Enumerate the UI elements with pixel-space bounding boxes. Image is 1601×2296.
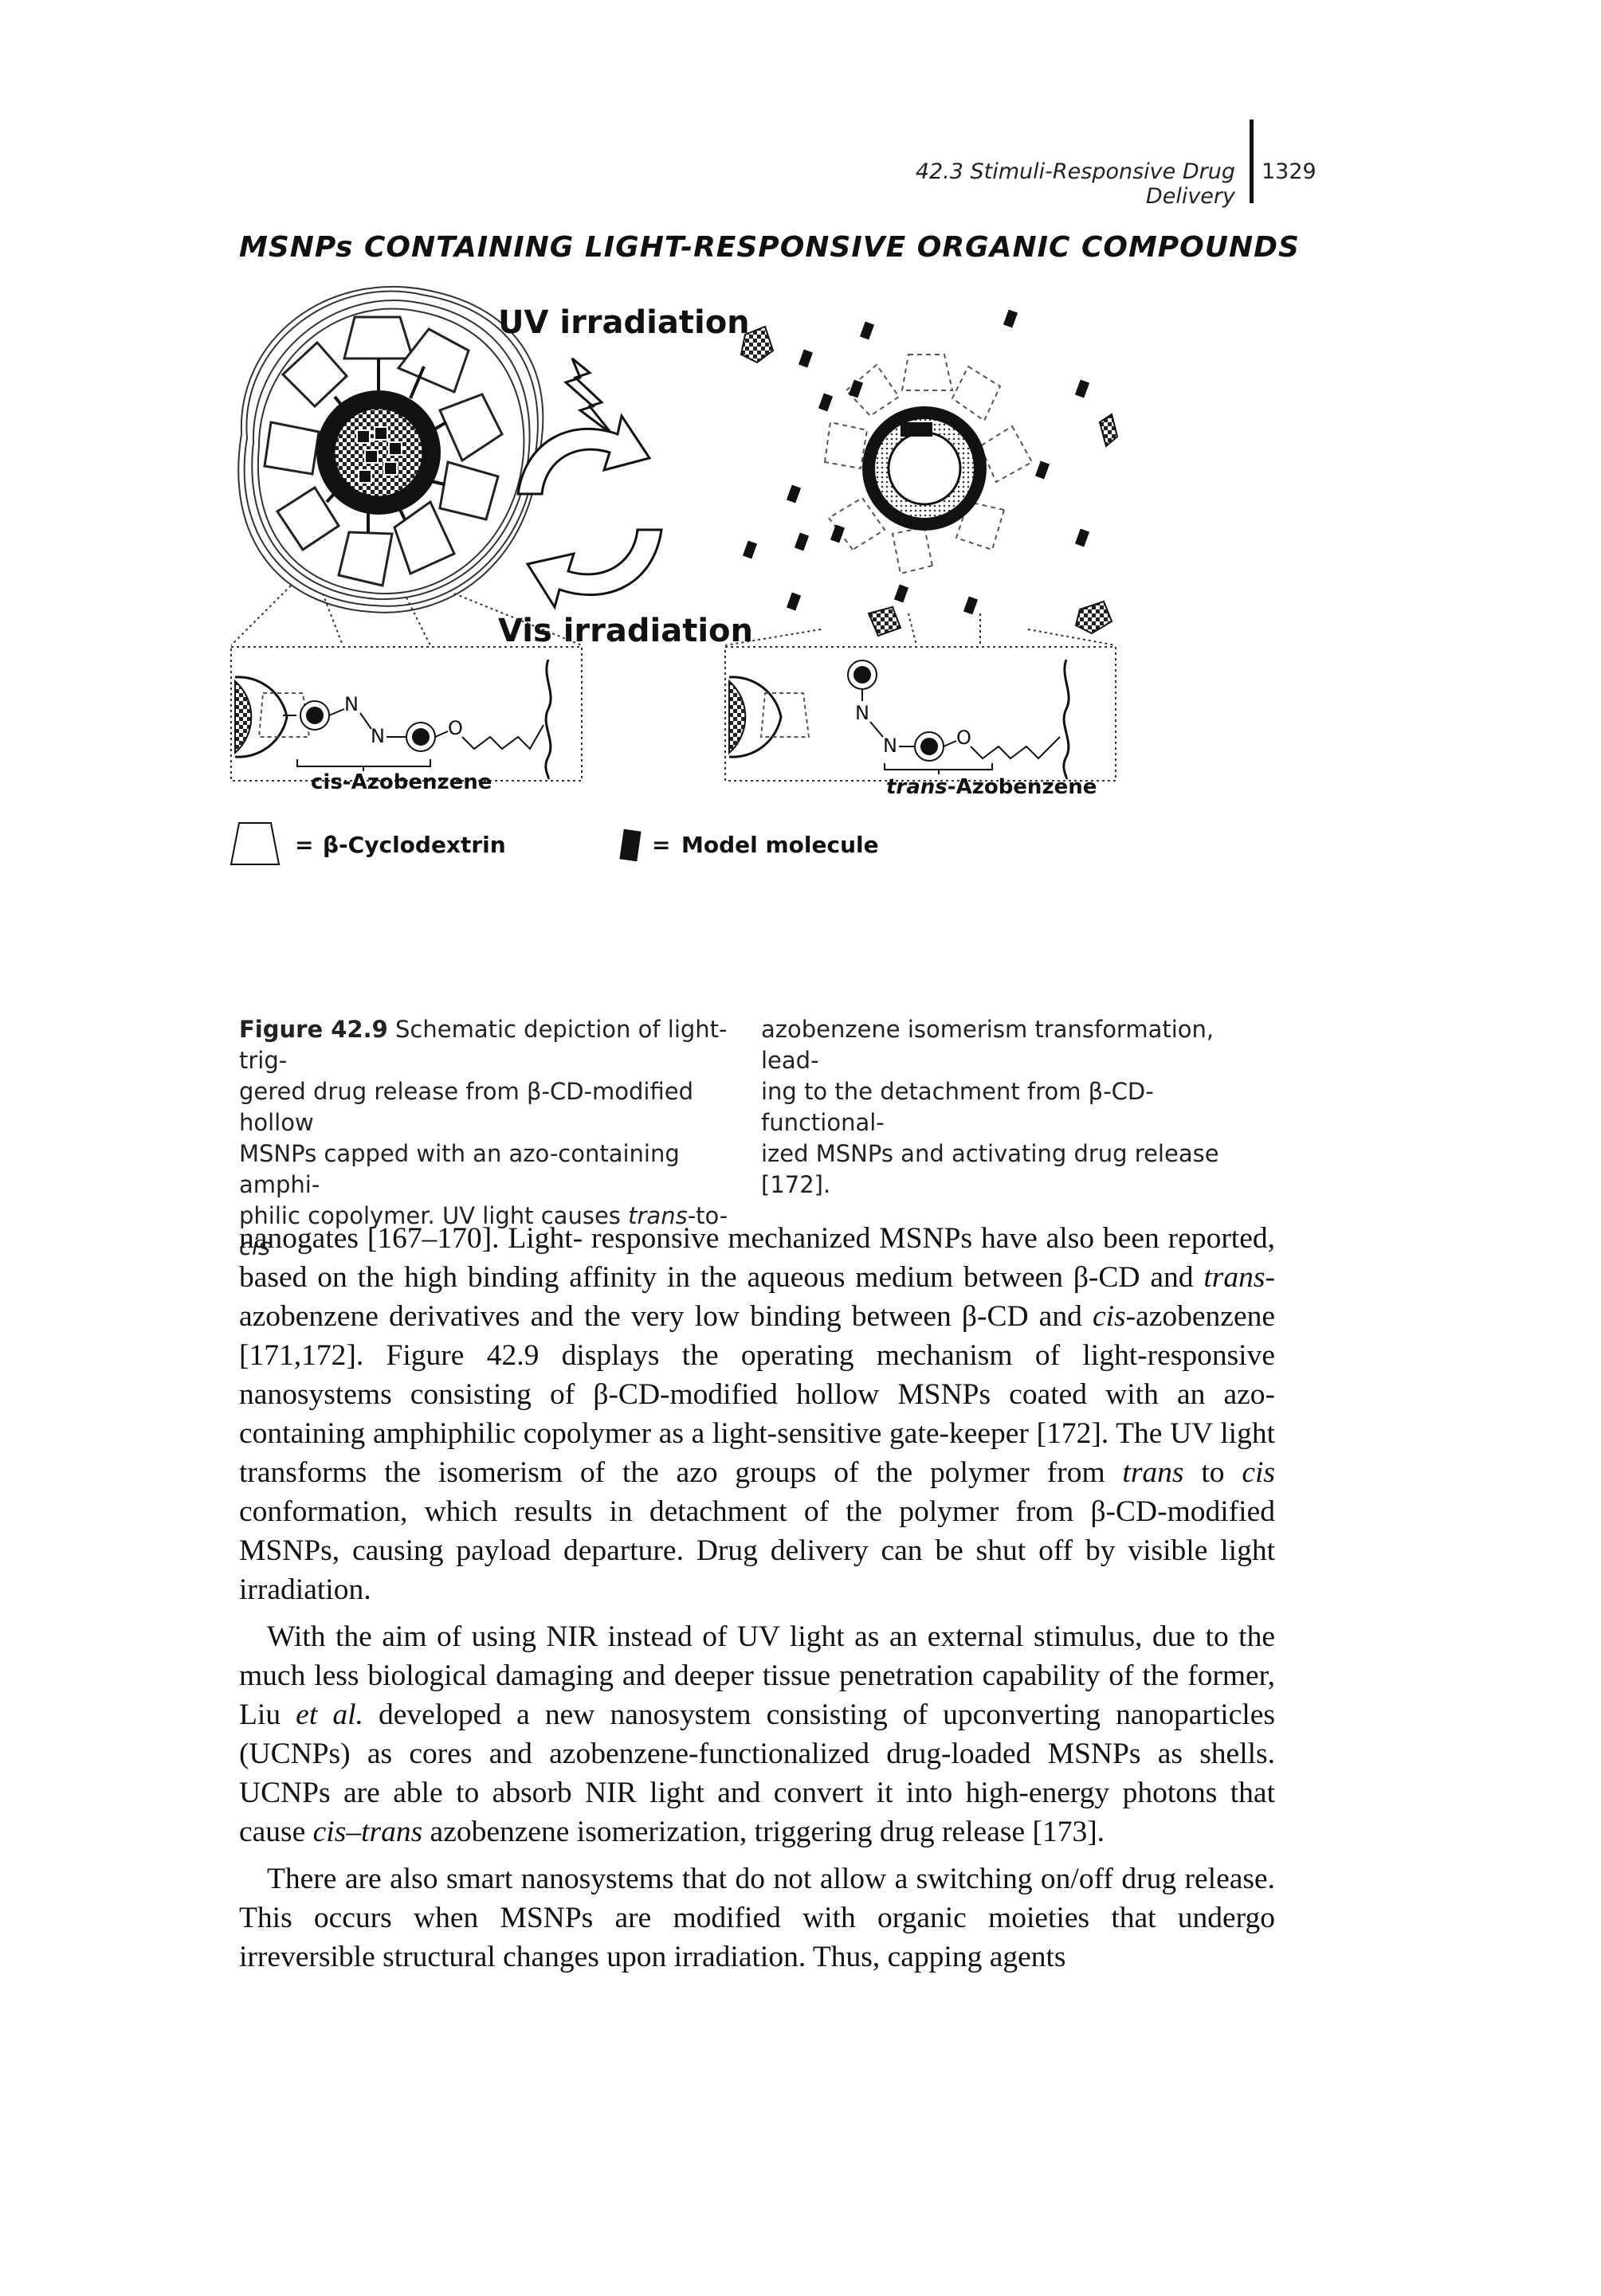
caption-left-column: Figure 42.9 Schematic depiction of light… xyxy=(239,1014,741,1263)
model-molecule-icon xyxy=(619,829,642,862)
atom-n-3: N xyxy=(855,702,869,724)
legend: = β-Cyclodextrin = Model molecule xyxy=(230,822,879,865)
atom-o-1: O xyxy=(448,717,463,739)
page-number: 1329 xyxy=(1262,159,1317,184)
atom-n-4: N xyxy=(883,735,897,757)
legend-cyclodextrin: β-Cyclodextrin xyxy=(323,832,506,858)
caption-line: ing to the detachment from β-CD-function… xyxy=(761,1078,1154,1136)
caption-line: Schematic depiction of light-trig- xyxy=(239,1016,728,1074)
cyclodextrin-icon xyxy=(230,822,281,865)
caption-line: philic copolymer. UV light causes xyxy=(239,1202,629,1229)
cis-azobenzene-inset: N N O cis-Azobenzene xyxy=(230,646,583,794)
trans-azobenzene-label: trans-Azobenzene xyxy=(886,775,1097,799)
opened-nanoparticle xyxy=(740,309,1119,637)
caption-line: gered drug release from β-CD-modified ho… xyxy=(239,1078,694,1136)
body-text: nanogates [167–170]. Light- responsive m… xyxy=(239,1219,1275,1985)
trans-azobenzene-inset: N N O trans-Azobenzene xyxy=(724,646,1116,799)
atom-o-2: O xyxy=(956,727,971,749)
legend-eq-2: = xyxy=(652,832,670,858)
caption-italic: trans xyxy=(628,1202,688,1229)
uv-label: UV irradiation xyxy=(498,304,750,341)
cis-azobenzene-label: cis-Azobenzene xyxy=(311,770,492,794)
paragraph-3: There are also smart nanosystems that do… xyxy=(239,1863,1275,1973)
legend-eq-1: = xyxy=(295,832,313,858)
paragraph-2: With the aim of using NIR instead of UV … xyxy=(239,1620,1276,1848)
running-head-rule xyxy=(1250,120,1254,203)
caption-line: azobenzene isomerism transformation, lea… xyxy=(761,1016,1214,1074)
figure-illustration: UV irradiation Vis irradiation xyxy=(230,285,1119,865)
atom-n-2: N xyxy=(371,725,385,747)
legend-model-molecule: Model molecule xyxy=(681,832,879,858)
caption-label: Figure 42.9 xyxy=(239,1016,388,1043)
vis-label: Vis irradiation xyxy=(498,613,753,649)
running-head: 42.3 Stimuli-Responsive Drug Delivery 13… xyxy=(0,0,1601,239)
caption-italic: cis xyxy=(239,1233,271,1260)
figure-42-9: UV irradiation Vis irradiation xyxy=(215,279,1251,988)
uv-arrow-icon xyxy=(516,413,652,496)
caption-right-column: azobenzene isomerism transformation, lea… xyxy=(761,1014,1263,1201)
caption-line: ized MSNPs and activating drug release [… xyxy=(761,1140,1219,1198)
capped-nanoparticle xyxy=(237,285,544,613)
vis-arrow-icon xyxy=(525,528,663,610)
caption-text: -to- xyxy=(687,1202,728,1229)
paragraph-1: nanogates [167–170]. Light- responsive m… xyxy=(239,1222,1275,1606)
running-head-title: 42.3 Stimuli-Responsive Drug Delivery xyxy=(915,159,1235,209)
lightning-icon xyxy=(563,357,614,436)
atom-n-1: N xyxy=(344,693,359,715)
figure-heading: MSNPs CONTAINING LIGHT-RESPONSIVE ORGANI… xyxy=(239,231,1300,264)
caption-line: MSNPs capped with an azo-containing amph… xyxy=(239,1140,680,1198)
